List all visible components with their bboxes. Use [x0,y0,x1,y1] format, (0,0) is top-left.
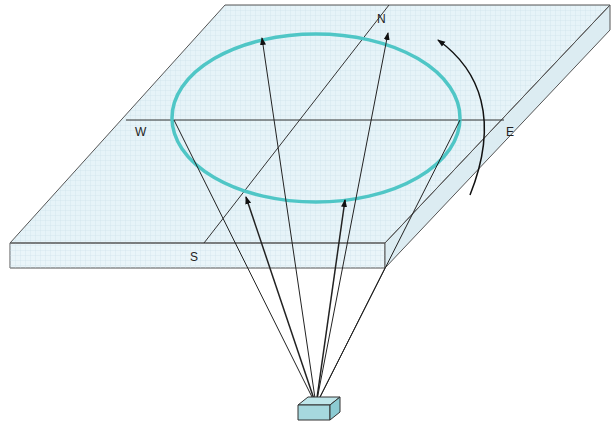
slab-front [10,243,385,268]
compass-label: E [506,125,514,139]
beam-rays [174,33,460,405]
slab-outline [10,5,610,243]
slab-front-grid [10,243,385,268]
scan-ellipse [172,34,460,202]
instrument-box [298,397,340,420]
compass-label: S [190,250,198,264]
compass-label: W [135,125,146,139]
compass-label: N [377,12,386,26]
west-east-axis [126,120,504,121]
north-south-axis [204,5,389,243]
rotation-arrow [438,40,484,195]
slab-side [385,5,610,268]
